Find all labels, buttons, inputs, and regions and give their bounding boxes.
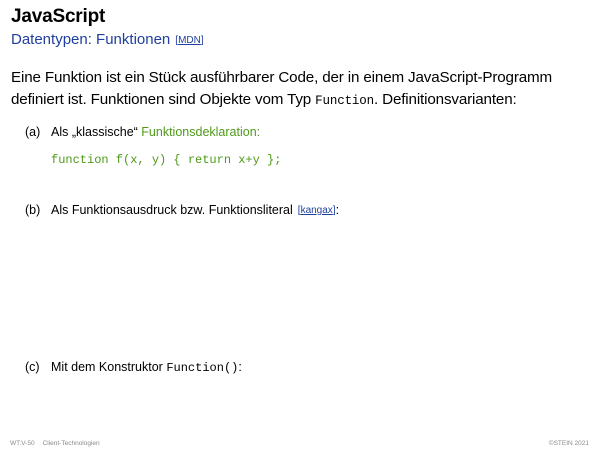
code-example-a: function f(x, y) { return x+y }; [51, 153, 282, 167]
item-highlight: Funktionsdeklaration: [141, 125, 261, 139]
item-text: Mit dem Konstruktor [51, 360, 167, 374]
list-item-b: (b) Als Funktionsausdruck bzw. Funktionsl… [25, 203, 339, 217]
list-item-c: (c) Mit dem Konstruktor Function(): [25, 360, 242, 375]
intro-text-after: . Definitionsvarianten: [373, 91, 517, 108]
constructor-code: Function() [166, 361, 239, 375]
intro-text-before: Eine Funktion ist ein Stück ausführbarer… [11, 69, 553, 108]
list-item-a: (a) Als „klassische“ Funktionsdeklaration… [25, 125, 260, 139]
item-label: (a) [25, 125, 41, 139]
item-suffix: : [335, 203, 340, 217]
footer-left: WT:V-50 Client-Technologien [10, 440, 100, 447]
item-label: (c) [25, 360, 40, 374]
item-text: Als Funktionsausdruck bzw. Funktionslite… [51, 203, 293, 217]
slide-title: JavaScript [11, 6, 106, 27]
mdn-reference: [MDN] [175, 35, 204, 46]
course-name: Client-Technologien [42, 440, 100, 447]
intro-paragraph: Eine Funktion ist ein Stück ausführbarer… [11, 67, 591, 112]
function-type-code: Function [315, 94, 374, 108]
slide-subtitle: Datentypen: Funktionen [MDN] [11, 31, 204, 48]
subtitle-text: Datentypen: Funktionen [11, 31, 171, 48]
slide-id: WT:V-50 [10, 440, 35, 447]
item-text: Als „klassische“ [51, 125, 142, 139]
item-suffix: : [238, 360, 242, 374]
footer-copyright: ©STEIN 2021 [548, 440, 589, 447]
item-label: (b) [25, 203, 41, 217]
kangax-link[interactable]: kangax [300, 205, 333, 216]
mdn-link[interactable]: MDN [178, 35, 201, 46]
kangax-reference: [kangax] [297, 205, 336, 216]
